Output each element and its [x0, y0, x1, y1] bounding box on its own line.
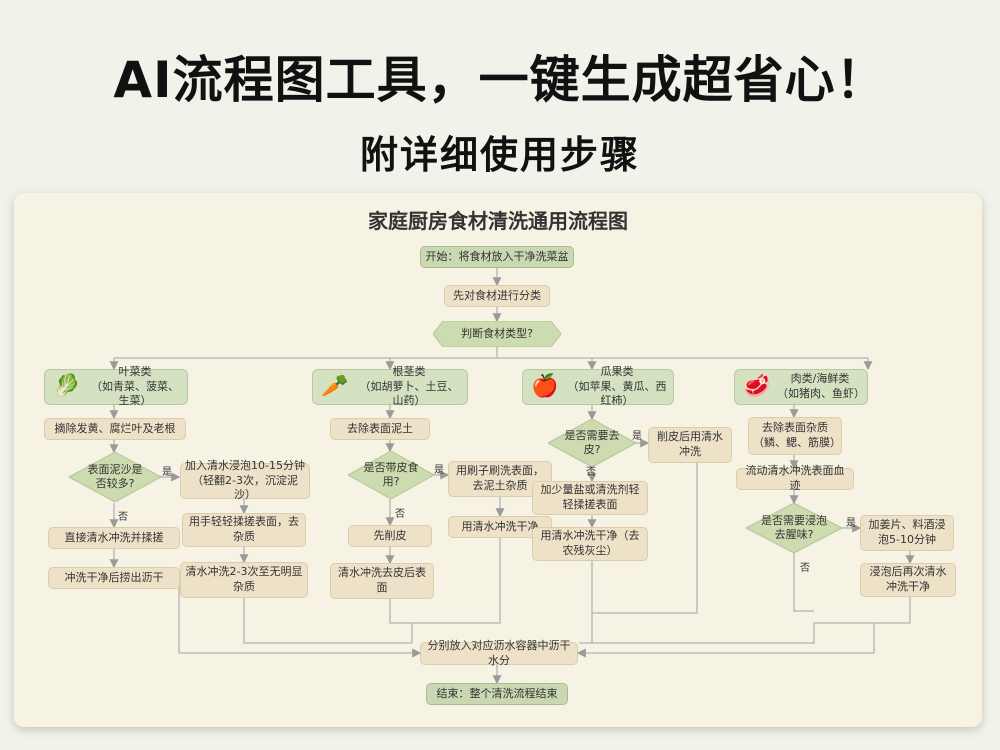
- headline: AI流程图工具，一键生成超省心！: [113, 51, 887, 109]
- fruit-decision: 是否需要去皮?: [548, 419, 636, 467]
- meat-yes-label: 是: [846, 518, 856, 529]
- flowchart-card: 家庭厨房食材清洗通用流程图: [14, 193, 982, 727]
- root-decision-label: 是否带皮食用?: [363, 460, 419, 488]
- category-fruit-title: 瓜果类: [600, 364, 634, 378]
- fruit-decision-label: 是否需要去皮?: [564, 428, 620, 456]
- leafy-decision-label: 表面泥沙是否较多?: [87, 462, 143, 490]
- category-leafy-title: 叶菜类: [118, 364, 152, 378]
- root-no-step1: 先削皮: [348, 525, 432, 547]
- category-root: 🥕 根茎类（如胡萝卜、土豆、山药）: [312, 365, 468, 408]
- fruit-no-step2: 用清水冲洗干净（去农残灰尘）: [532, 527, 648, 561]
- fruit-yes-step1: 削皮后用清水冲洗: [648, 427, 732, 463]
- root-no-label: 否: [395, 509, 405, 520]
- root-step1: 去除表面泥土: [330, 418, 430, 440]
- meat-decision-label: 是否需要浸泡去腥味?: [761, 513, 827, 541]
- leafy-yes-step1: 加入清水浸泡10-15分钟（轻翻2-3次，沉淀泥沙）: [180, 459, 310, 501]
- leafy-step1: 摘除发黄、腐烂叶及老根: [44, 418, 186, 440]
- root-decision: 是否带皮食用?: [348, 451, 434, 499]
- end-node: 结束：整个清洗流程结束: [426, 683, 568, 705]
- meat-step2: 流动清水冲洗表面血迹: [736, 464, 854, 492]
- category-fruit-examples: （如苹果、黄瓜、西红柿）: [567, 379, 667, 408]
- apple-icon: 🍎: [531, 374, 559, 400]
- root-yes-step2: 用清水冲洗干净: [448, 516, 552, 538]
- start-node: 开始：将食材放入干净洗菜盆: [420, 246, 574, 268]
- leafy-yes-step2: 用手轻轻揉搓表面，去杂质: [182, 513, 306, 547]
- judge-type-label: 判断食材类型?: [461, 326, 533, 340]
- category-leafy-examples: （如青菜、菠菜、生菜）: [91, 379, 179, 408]
- leafy-yes-step3: 清水冲洗2-3次至无明显杂质: [180, 562, 308, 598]
- leafy-decision: 表面泥沙是否较多?: [69, 452, 161, 502]
- judge-type-decision: 判断食材类型?: [433, 321, 561, 347]
- root-yes-label: 是: [434, 465, 444, 476]
- fruit-no-label: 否: [586, 467, 596, 478]
- meat-no-label: 否: [800, 563, 810, 574]
- meat-icon: 🥩: [743, 374, 771, 400]
- category-meat: 🥩 肉类/海鲜类（如猪肉、鱼虾）: [734, 369, 868, 405]
- fruit-yes-label: 是: [632, 431, 642, 442]
- leaf-icon: 🥬: [53, 374, 81, 400]
- leafy-no-step1: 直接清水冲洗并揉搓: [48, 527, 180, 549]
- diagram-title: 家庭厨房食材清洗通用流程图: [368, 209, 628, 233]
- meat-decision: 是否需要浸泡去腥味?: [746, 503, 842, 553]
- root-no-step2: 清水冲洗去皮后表面: [330, 563, 434, 599]
- leafy-yes-label: 是: [162, 467, 172, 478]
- category-root-examples: （如胡萝卜、土豆、山药）: [359, 379, 459, 408]
- meat-yes-step1: 加姜片、料酒浸泡5-10分钟: [860, 515, 954, 551]
- classify-node: 先对食材进行分类: [444, 285, 550, 307]
- carrot-icon: 🥕: [321, 374, 349, 400]
- leafy-no-label: 否: [118, 512, 128, 523]
- category-meat-examples: （如猪肉、鱼虾）: [777, 387, 865, 400]
- category-meat-title: 肉类/海鲜类: [790, 372, 850, 386]
- category-root-title: 根茎类: [392, 364, 426, 378]
- edge-converge: [178, 463, 911, 654]
- meat-step1: 去除表面杂质（鳞、鳃、筋膜）: [748, 417, 842, 455]
- fruit-no-step1: 加少量盐或清洗剂轻轻揉搓表面: [532, 481, 648, 515]
- meat-yes-step2: 浸泡后再次清水冲洗干净: [860, 563, 956, 597]
- drain-node: 分别放入对应沥水容器中沥干水分: [420, 639, 578, 667]
- subheadline: 附详细使用步骤: [359, 133, 640, 177]
- edge-judge-branches: [114, 346, 868, 359]
- leafy-no-step2: 冲洗干净后捞出沥干: [48, 567, 180, 589]
- flowchart-connectors: [109, 268, 915, 685]
- category-leafy: 🥬 叶菜类（如青菜、菠菜、生菜）: [44, 365, 188, 408]
- category-fruit: 🍎 瓜果类（如苹果、黄瓜、西红柿）: [522, 365, 674, 408]
